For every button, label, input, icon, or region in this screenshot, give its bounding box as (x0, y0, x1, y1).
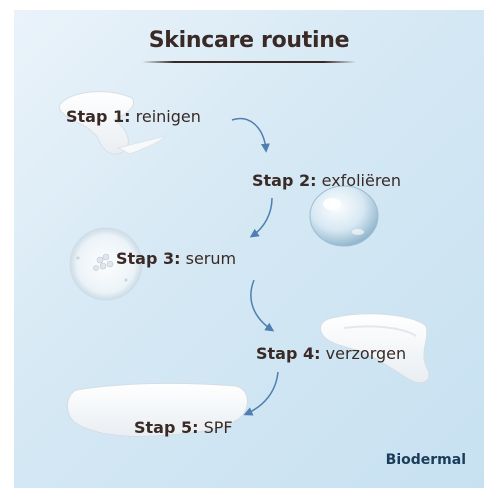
arrow-2-to-3 (249, 197, 273, 238)
step-4-label: Stap 4: (256, 344, 321, 363)
arrow-3-to-4 (250, 279, 275, 332)
title-underline (142, 61, 356, 63)
step-2-text: exfoliëren (321, 171, 402, 190)
step-1-label: Stap 1: (66, 107, 131, 126)
exfoliant-droplet-icon (309, 185, 379, 247)
product-illustrations (58, 91, 430, 437)
page-title: Skincare routine (148, 28, 350, 53)
step-1-text: reinigen (135, 107, 201, 126)
step-3-text: serum (185, 249, 237, 268)
step-3: Stap 3: serum (116, 249, 236, 268)
step-3-label: Stap 3: (116, 249, 181, 268)
serum-drop-icon (69, 227, 143, 301)
step-4: Stap 4: verzorgen (256, 344, 406, 363)
step-2-label: Stap 2: (252, 171, 317, 190)
spf-cream-icon (67, 382, 248, 437)
step-2: Stap 2: exfoliëren (252, 171, 401, 190)
step-4-text: verzorgen (325, 344, 407, 363)
brand-logo: Biodermal (385, 452, 466, 468)
step-5-label: Stap 5: (134, 418, 199, 437)
cleanser-foam-icon (58, 91, 168, 155)
step-5-text: SPF (203, 418, 233, 437)
arrow-4-to-5 (243, 371, 279, 416)
moisturizer-cream-icon (319, 313, 430, 384)
step-1: Stap 1: reinigen (66, 107, 201, 126)
step-5: Stap 5: SPF (134, 418, 233, 437)
background-panel: Skincare routine (14, 10, 484, 488)
arrow-1-to-2 (231, 117, 270, 153)
